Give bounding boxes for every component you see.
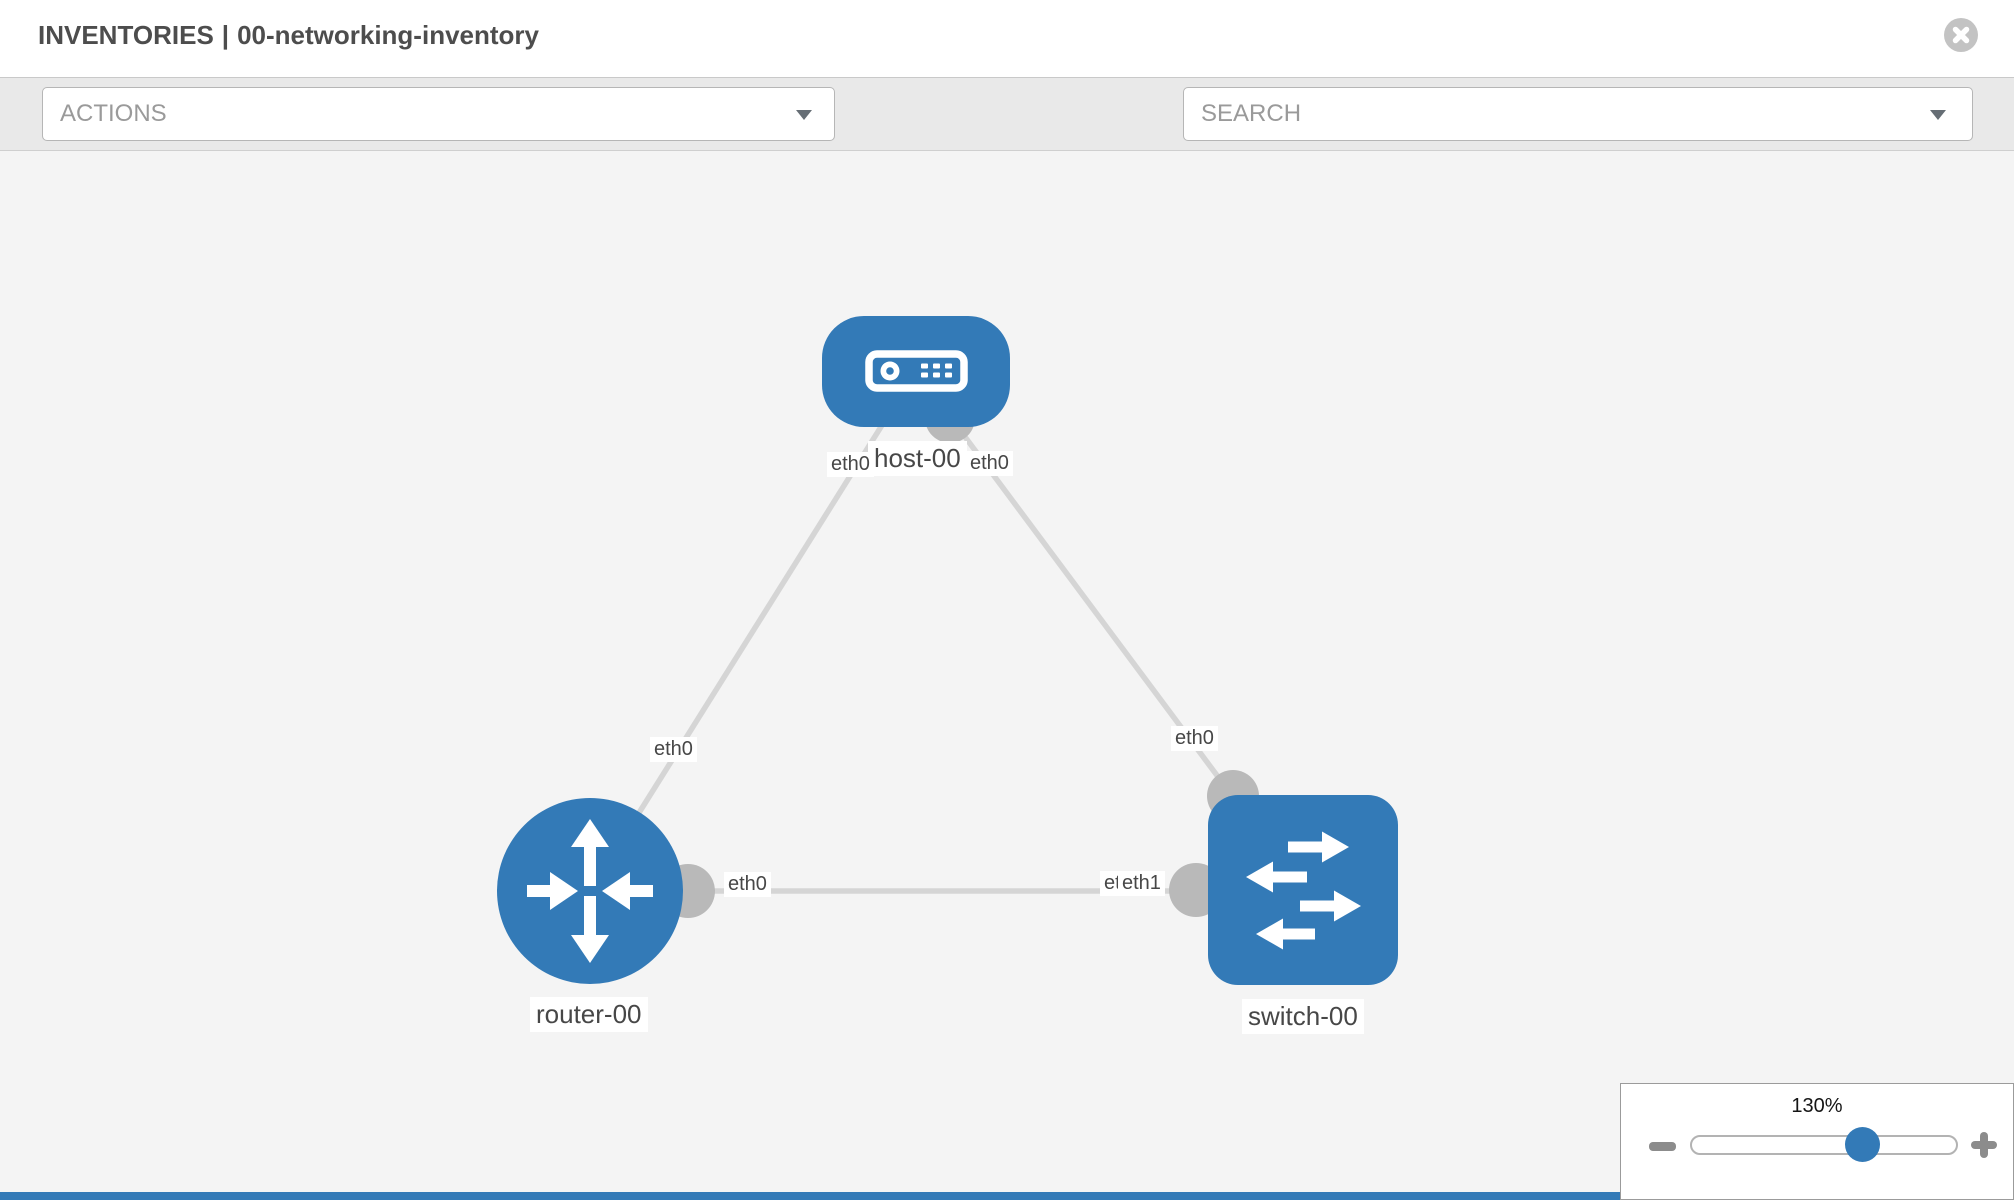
toolbar: ACTIONS SEARCH (0, 77, 2014, 209)
port-label-host-eth0-right: eth0 (966, 451, 1013, 476)
zoom-slider-row (1621, 1118, 2013, 1178)
close-button[interactable] (1944, 18, 1978, 52)
close-icon (1944, 18, 1978, 52)
zoom-in-button[interactable] (1971, 1132, 1997, 1158)
inventory-name: 00-networking-inventory (237, 20, 539, 50)
zoom-out-button[interactable] (1649, 1142, 1676, 1151)
node-host[interactable] (822, 316, 1010, 427)
node-label-switch: switch-00 (1242, 999, 1364, 1034)
node-router[interactable] (497, 798, 683, 984)
page-title: INVENTORIES|00-networking-inventory (38, 20, 539, 51)
actions-dropdown-label: ACTIONS (60, 100, 167, 127)
port-label-router-uplink: eth0 (650, 737, 697, 762)
zoom-slider-thumb[interactable] (1845, 1127, 1880, 1162)
zoom-level: 130% (1791, 1095, 1843, 1117)
zoom-slider-track[interactable] (1690, 1127, 1958, 1162)
port-label-router-lan: eth0 (724, 872, 771, 897)
host-device-icon (865, 350, 968, 392)
node-label-host: host-00 (868, 441, 967, 476)
topology-graph (497, 316, 1398, 985)
port-label-host-eth0-left: eth0 (827, 452, 874, 477)
breadcrumb-separator: | (221, 20, 230, 50)
node-switch[interactable] (1208, 795, 1398, 985)
chevron-down-icon (796, 110, 812, 120)
search-placeholder: SEARCH (1201, 100, 1302, 127)
chevron-down-icon (1930, 110, 1946, 120)
footer-accent-bar (0, 1192, 1625, 1200)
port-label-switch-uplink: eth0 (1171, 726, 1218, 751)
header: INVENTORIES|00-networking-inventory (0, 0, 2014, 77)
router-arrows-icon (527, 819, 653, 963)
zoom-control-panel: 130% (1620, 1083, 2014, 1200)
topology-canvas[interactable]: host-00 router-00 switch-00 eth0 eth0 et… (0, 151, 2014, 1200)
breadcrumb-section: INVENTORIES (38, 20, 214, 50)
search-dropdown[interactable]: SEARCH (1183, 87, 1973, 141)
actions-dropdown[interactable]: ACTIONS (42, 87, 835, 141)
switch-arrows-icon (1246, 831, 1361, 950)
node-label-router: router-00 (530, 997, 648, 1032)
port-label-switch-lan-front: eth1 (1118, 871, 1165, 896)
